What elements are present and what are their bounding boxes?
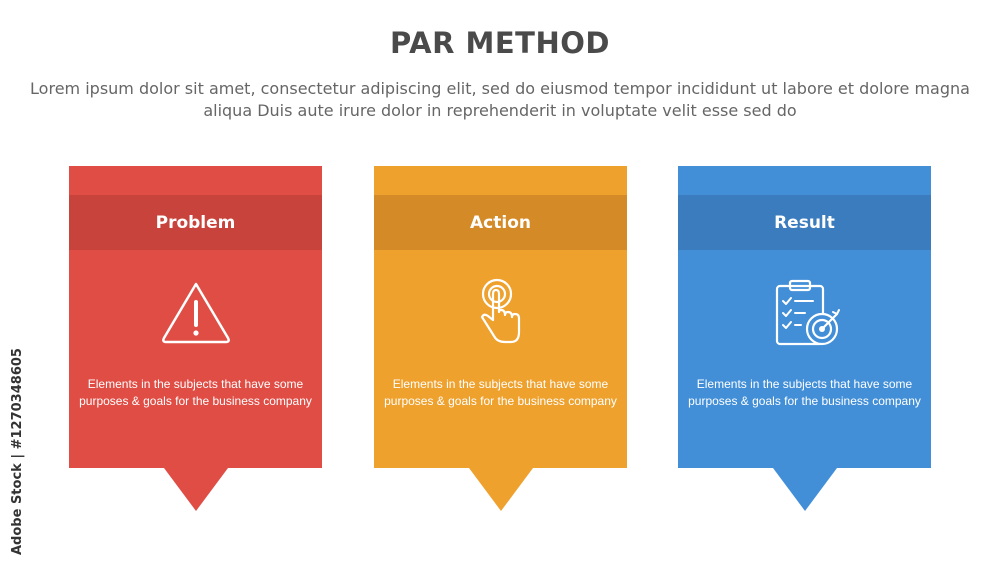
stock-id-watermark: Adobe Stock | #1270348605 [10, 348, 25, 555]
page-title: PAR METHOD [390, 26, 610, 60]
card-heading: Action [470, 212, 531, 233]
card-header-band: Problem [69, 195, 322, 250]
card-header-band: Result [678, 195, 931, 250]
tap-finger-icon [461, 272, 541, 352]
card-heading: Result [774, 212, 835, 233]
card-description: Elements in the subjects that have some … [79, 377, 312, 408]
card-pointer [772, 468, 837, 511]
card-problem: Problem Elements in the subjects that ha… [69, 166, 322, 511]
card-result: Result Elements in the subjects that hav… [678, 166, 931, 511]
card-description: Elements in the subjects that have some … [384, 377, 617, 408]
warning-triangle-icon [156, 272, 236, 352]
card-pointer [163, 468, 228, 511]
card-heading: Problem [155, 212, 236, 233]
clipboard-target-icon [765, 272, 845, 352]
card-action: Action Elements in the subjects that hav… [374, 166, 627, 511]
card-header-band: Action [374, 195, 627, 250]
card-pointer [468, 468, 533, 511]
page-subtitle: Lorem ipsum dolor sit amet, consectetur … [30, 79, 970, 120]
card-description: Elements in the subjects that have some … [688, 377, 921, 408]
